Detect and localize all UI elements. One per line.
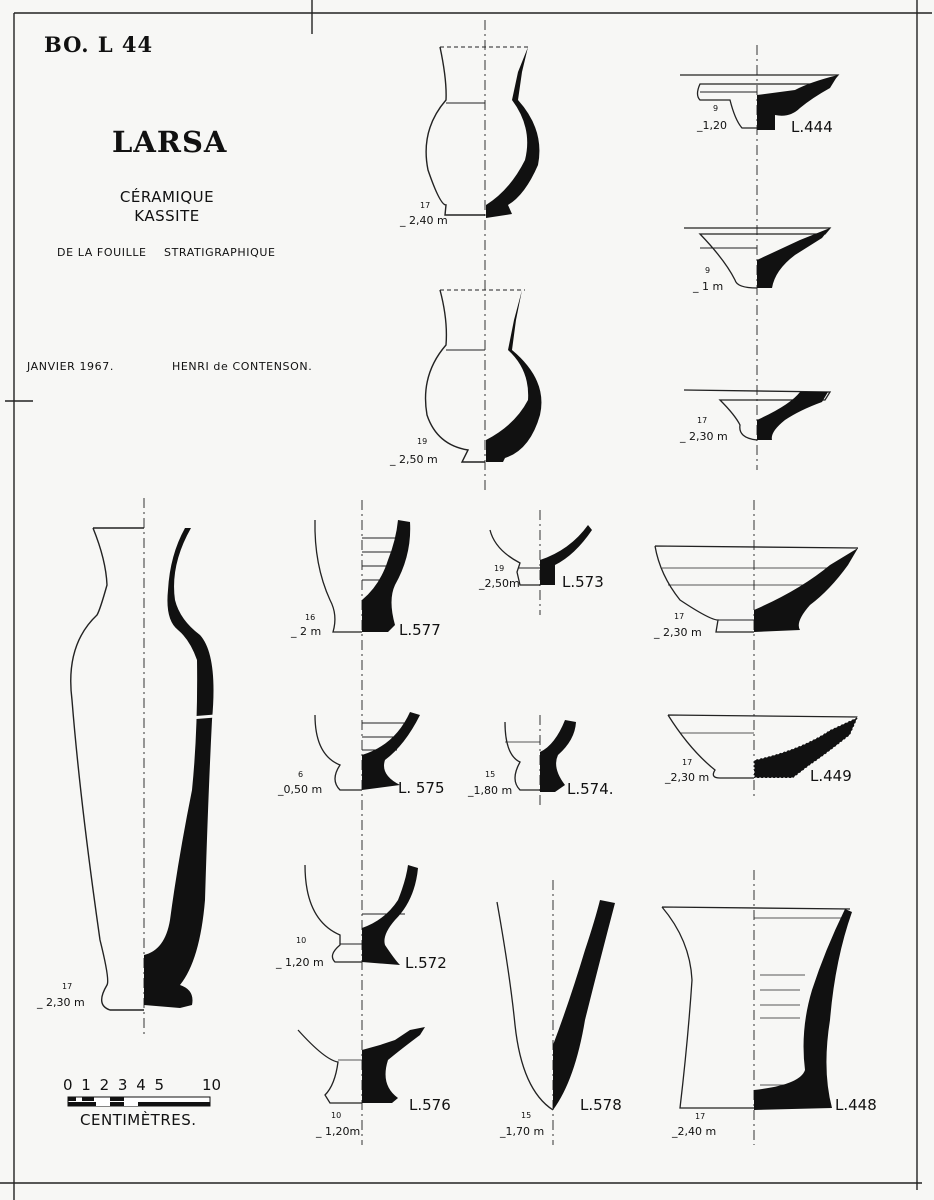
subtitle-ceramique: CÉRAMIQUE <box>119 188 215 206</box>
vessel-L444 <box>680 74 840 130</box>
depth-label: _2,30 m <box>665 771 710 784</box>
vessel-label: L.576 <box>409 1096 451 1114</box>
depth-label: _ 1,20m <box>316 1125 361 1138</box>
level-number: 17 <box>62 982 73 991</box>
depth-label: _ 2 m <box>291 625 322 638</box>
depth-label: _ 2,30 m <box>654 626 702 639</box>
scale-ticks: 0 1 2 3 4 5 <box>63 1076 167 1094</box>
depth-label: _ 2,30 m <box>37 996 85 1009</box>
vessel-label: L.449 <box>810 767 852 785</box>
site-title: LARSA <box>112 125 228 159</box>
depth-label: _2,40 m <box>672 1125 717 1138</box>
vessel-label: L.444 <box>791 118 833 136</box>
vessel-L574 <box>504 720 576 792</box>
level-number: 17 <box>682 758 693 767</box>
level-number: 19 <box>494 564 505 573</box>
vessel-L578 <box>496 900 615 1111</box>
vessel-label: L.577 <box>399 621 441 639</box>
scale-unit: CENTIMÈTRES. <box>80 1111 197 1129</box>
level-number: 17 <box>695 1112 706 1121</box>
vessel-L449 <box>667 714 859 779</box>
depth-label: _ 2,30 m <box>680 430 728 443</box>
level-number: 17 <box>674 612 685 621</box>
scale-bar <box>67 1096 211 1107</box>
scale-end: 10 <box>202 1076 222 1094</box>
vessel-label: L.574. <box>567 780 614 798</box>
vessel-bowl-230b <box>654 545 859 633</box>
level-number: 15 <box>485 770 496 779</box>
vessel-label: L.448 <box>835 1096 877 1114</box>
depth-label: _1,70 m <box>500 1125 545 1138</box>
level-number: 16 <box>305 613 316 622</box>
subtitle-stratigraphique: STRATIGRAPHIQUE <box>164 246 276 259</box>
vessel-bowl-230a <box>683 389 832 441</box>
level-number: 19 <box>417 437 428 446</box>
depth-label: _ 2,50 m <box>390 453 438 466</box>
vessel-L572 <box>304 864 418 965</box>
depth-label: _0,50 m <box>278 783 323 796</box>
vessel-L576 <box>297 1027 425 1104</box>
vessel-label: L.572 <box>405 954 447 972</box>
level-number: 6 <box>298 770 304 779</box>
vessel-label: L. 575 <box>398 779 445 797</box>
vessel-bowl-1m <box>684 227 832 289</box>
level-number: 10 <box>296 936 307 945</box>
level-number: 15 <box>521 1111 532 1120</box>
depth-label: _ 2,40 m <box>400 214 448 227</box>
plate-code: BO. L 44 <box>44 32 154 57</box>
vessel-mid-jar <box>424 289 542 463</box>
level-number: 17 <box>420 201 431 210</box>
level-number: 9 <box>713 104 719 113</box>
author: HENRI de CONTENSON. <box>172 360 313 373</box>
depth-label: _ 1 m <box>693 280 724 293</box>
vessel-top-jar <box>425 46 540 218</box>
level-number: 9 <box>705 266 711 275</box>
date: JANVIER 1967. <box>27 360 114 373</box>
subtitle-fouille: DE LA FOUILLE <box>57 246 147 259</box>
vessel-L573 <box>489 525 592 586</box>
subtitle-kassite: KASSITE <box>134 207 200 225</box>
depth-label: _1,80 m <box>468 784 513 797</box>
vessel-L448 <box>661 906 852 1110</box>
level-number: 10 <box>331 1111 342 1120</box>
depth-label: _2,50m <box>479 577 520 590</box>
vessel-tall-jar <box>70 527 216 1011</box>
vessel-label: L.573 <box>562 573 604 591</box>
level-number: 17 <box>697 416 708 425</box>
vessel-L575 <box>314 712 420 791</box>
depth-label: _1,20 <box>697 119 727 132</box>
vessel-label: L.578 <box>580 1096 622 1114</box>
vessel-L577 <box>314 519 411 633</box>
depth-label: _ 1,20 m <box>276 956 324 969</box>
